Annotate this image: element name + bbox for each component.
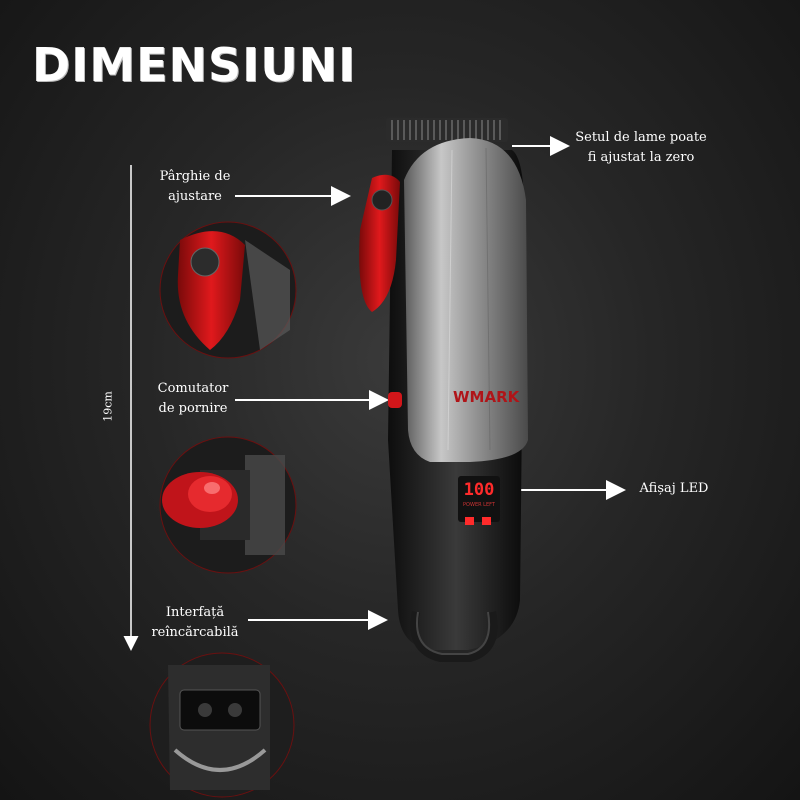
- callout-blades: Setul de lame poate fi ajustat la zero: [566, 128, 716, 168]
- page-title: DIMENSIUNI: [32, 38, 357, 92]
- callout-lever-line2: ajustare: [168, 189, 222, 204]
- callout-led-line1: Afișaj LED: [639, 481, 709, 496]
- callout-switch-line1: Comutator: [157, 381, 229, 396]
- zoom-lever: [159, 221, 297, 359]
- callout-blades-line1: Setul de lame poate: [575, 130, 707, 145]
- led-icons: [465, 510, 495, 525]
- callout-port-line1: Interfață: [165, 605, 225, 620]
- clipper: [359, 118, 528, 662]
- callout-switch: Comutator de pornire: [138, 379, 248, 419]
- callout-blades-line2: fi ajustat la zero: [587, 150, 695, 165]
- callout-port: Interfață reîncărcabilă: [140, 603, 250, 643]
- callout-lever-line1: Pârghie de: [159, 169, 231, 184]
- brand-logo: WMARK: [453, 388, 520, 406]
- dimension-label: 19cm: [101, 391, 115, 422]
- callout-lever: Pârghie de ajustare: [140, 167, 250, 207]
- battery-icon: [465, 517, 474, 525]
- callout-port-line2: reîncărcabilă: [151, 625, 239, 640]
- led-display-caption: POWER LEFT: [463, 502, 495, 508]
- callout-led: Afișaj LED: [624, 479, 724, 499]
- zoom-port: [149, 652, 295, 798]
- plug-icon: [482, 517, 492, 525]
- zoom-switch: [159, 436, 297, 574]
- callout-switch-line2: de pornire: [158, 401, 228, 416]
- led-display-value: 100: [463, 480, 495, 500]
